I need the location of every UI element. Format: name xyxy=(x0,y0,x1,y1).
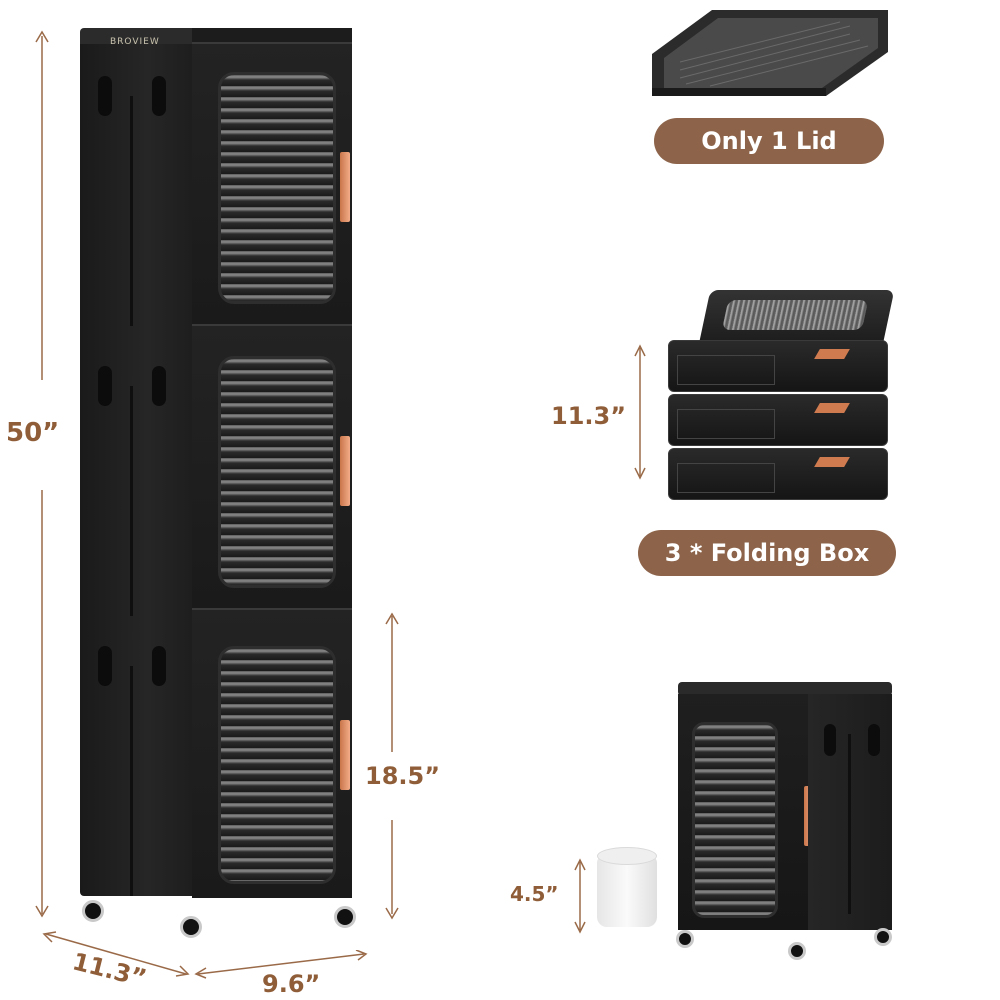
only-one-lid-badge: Only 1 Lid xyxy=(654,118,884,164)
module-height-label: 18.5” xyxy=(365,762,440,790)
door-handle xyxy=(340,152,350,222)
tall-cabinet-image: BROVIEW xyxy=(80,28,356,938)
lid-image xyxy=(652,10,888,96)
cabinet-module-3 xyxy=(192,608,352,898)
louvered-window xyxy=(218,646,336,884)
caster-wheel xyxy=(874,928,892,946)
caster-wheel xyxy=(180,916,202,938)
folding-box-1 xyxy=(668,340,888,392)
module-height-arrow xyxy=(385,612,399,920)
single-cabinet-top xyxy=(678,682,892,696)
single-cabinet-image xyxy=(676,672,894,960)
caster-wheel xyxy=(676,930,694,948)
folding-box-3 xyxy=(668,448,888,500)
width-label: 9.6” xyxy=(262,970,321,998)
folding-height-label: 11.3” xyxy=(551,402,626,430)
caster-wheel xyxy=(788,942,806,960)
single-cabinet-side xyxy=(808,694,892,930)
folding-box-2 xyxy=(668,394,888,446)
door-handle xyxy=(340,720,350,790)
cabinet-front xyxy=(192,28,352,898)
caster-wheel xyxy=(334,906,356,928)
width-dimension-arrow xyxy=(194,950,368,979)
toilet-paper-roll xyxy=(597,847,657,927)
brand-logo: BROVIEW xyxy=(110,37,160,47)
height-label: 50” xyxy=(6,418,60,448)
depth-dimension-arrow xyxy=(42,931,190,977)
roll-height-arrow xyxy=(574,858,586,934)
door-handle xyxy=(340,436,350,506)
cabinet-side-panel xyxy=(80,36,192,896)
folding-height-arrow xyxy=(634,344,646,480)
caster-wheel xyxy=(82,900,104,922)
louvered-window xyxy=(218,356,336,588)
roll-height-label: 4.5” xyxy=(510,882,559,906)
louvered-window xyxy=(218,72,336,304)
louvered-window xyxy=(692,722,778,918)
folding-box-badge: 3 * Folding Box xyxy=(638,530,896,576)
cabinet-module-1 xyxy=(192,42,352,324)
height-dimension-arrow xyxy=(35,30,49,918)
cabinet-module-2 xyxy=(192,324,352,608)
single-cabinet-front xyxy=(678,694,814,930)
